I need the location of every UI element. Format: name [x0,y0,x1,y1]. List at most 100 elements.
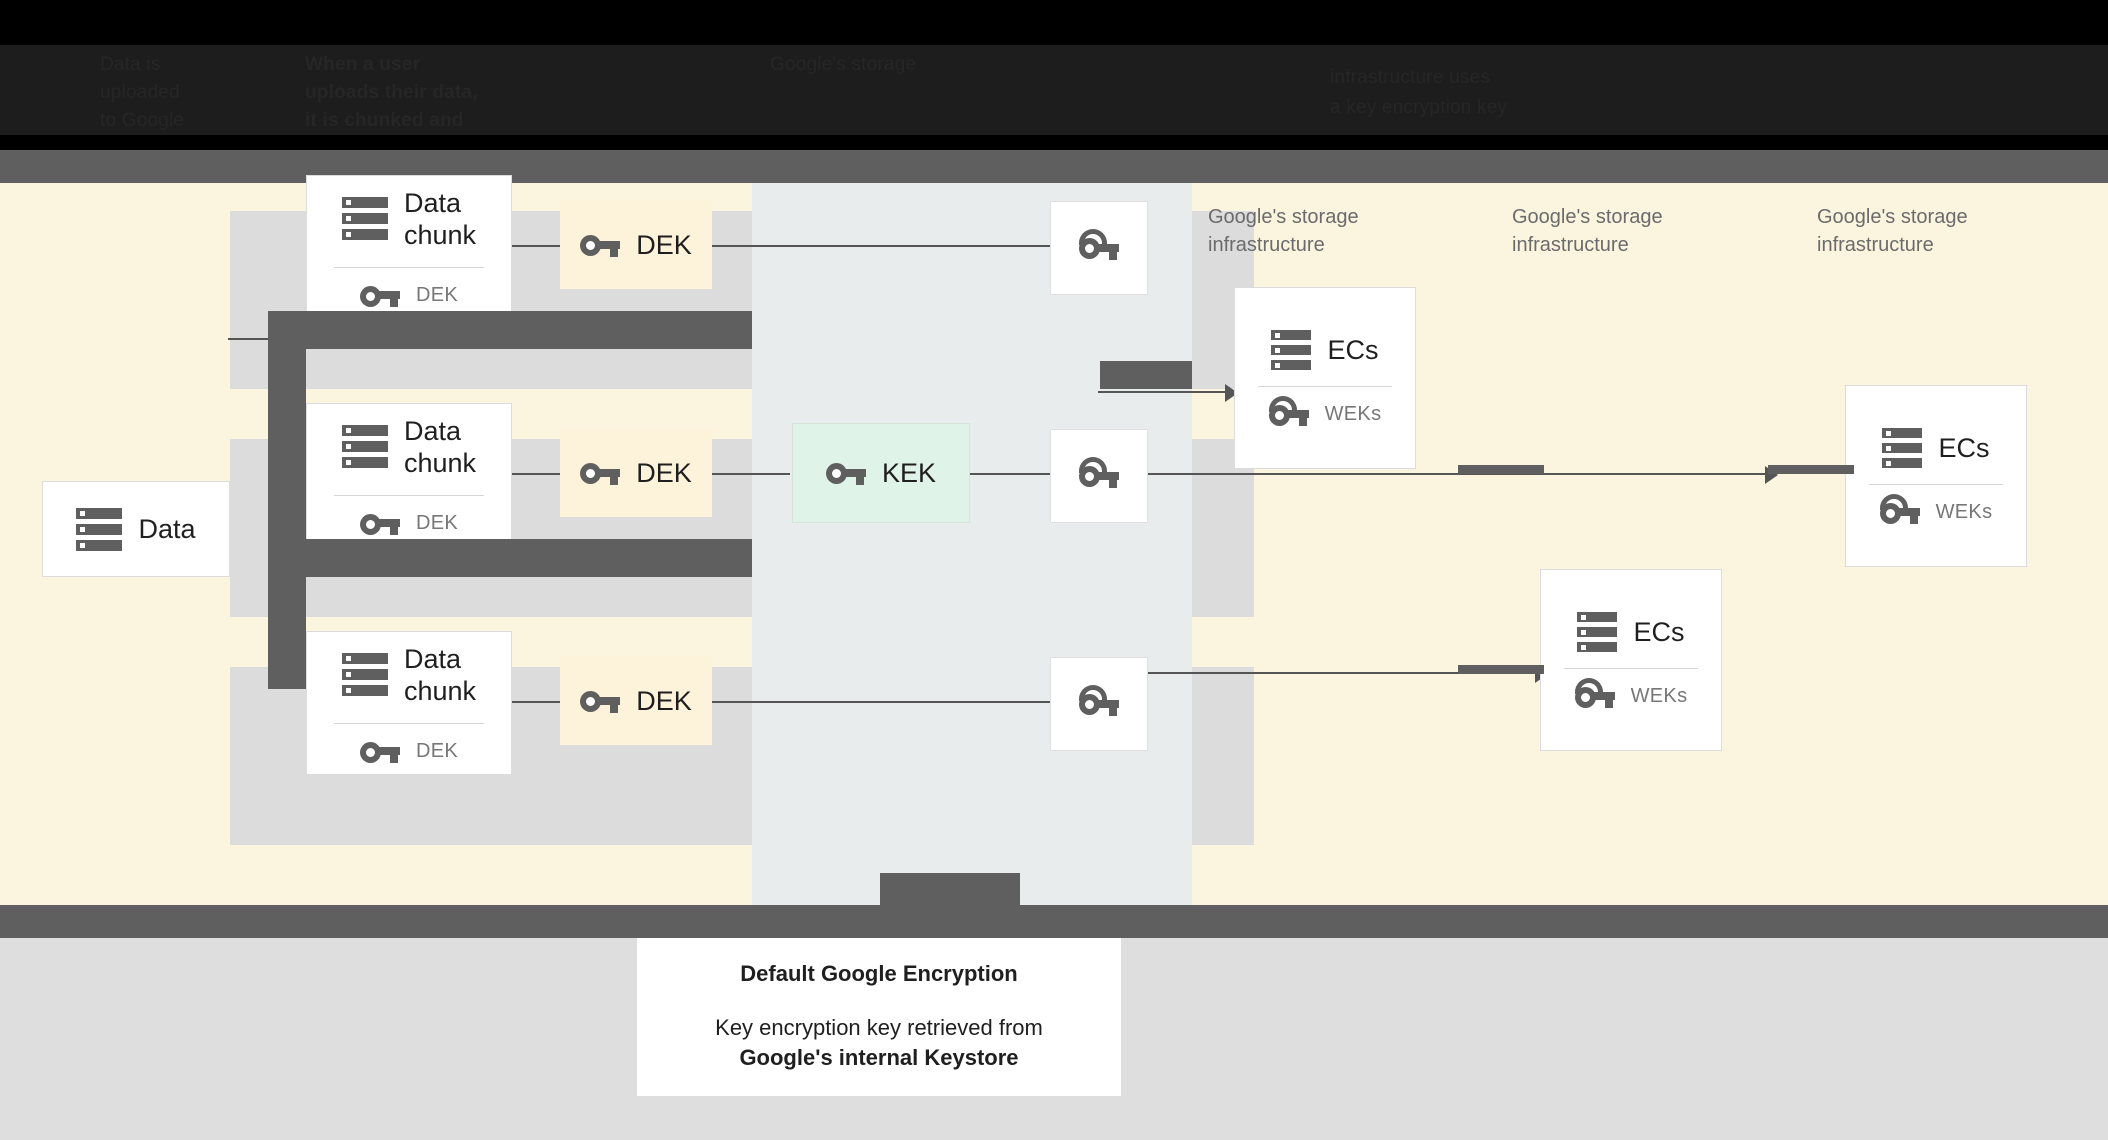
wrapped-key-tile-3[interactable] [1050,657,1148,751]
ecs-card-2[interactable]: ECs WEKs [1845,385,2027,567]
reveal-mask-line-seg-3 [1458,665,1544,674]
wrapped-key-icon [1268,395,1309,427]
connector-dek3-to-wek3 [712,701,1052,703]
chunk-1-key-row: DEK [307,284,511,308]
chunk-2-divider [333,494,485,496]
obscured-header-line-6: infrastructure uses [1330,67,1491,88]
data-source-label: Data [138,514,196,544]
caption-body: Key encryption key retrieved from Google… [715,1013,1043,1073]
ecs-3-key-row: WEKs [1541,677,1721,709]
wrapped-key-icon [1079,229,1119,260]
chunk-3-key-label: DEK [415,740,459,762]
connector-chunk3-to-dek3 [512,701,590,703]
wrapped-key-tile-1[interactable] [1050,201,1148,295]
ecs-1-title-row: ECs [1235,329,1415,370]
storage-icon [341,425,388,468]
connector-data-to-chunks [228,338,306,340]
caption-title: Default Google Encryption [740,961,1018,986]
key-icon [580,233,621,257]
storage-icon [341,197,388,240]
connector-dek1-to-wek1 [712,245,1052,247]
storage-icon [1882,427,1923,468]
ecs-2-title-row: ECs [1846,427,2026,468]
infra-label-3: Google's storage infrastructure [1817,206,1968,256]
chunk-3-divider [333,722,485,724]
key-icon [580,461,621,485]
bottom-divider-rail [0,905,2108,938]
obscured-header-band: Data is When a user Google's storage upl… [0,0,2108,150]
reveal-mask-bottom [880,873,1020,905]
keystore-column-background [752,183,1192,905]
chunk-2-title: Data chunk [403,415,477,478]
chunk-3-title-row: Data chunk [307,643,511,707]
dek-chip-1-label: DEK [636,229,692,260]
storage-icon [76,507,123,551]
key-icon [825,461,866,485]
connector-dek2-to-kek [712,473,790,475]
chunk-1-divider [333,266,485,268]
chunk-1-title: Data chunk [403,187,477,250]
wrapped-key-icon [1574,677,1615,709]
arrow-line-to-ecs-1 [1098,391,1228,393]
ecs-card-3[interactable]: ECs WEKs [1540,569,1722,751]
dek-chip-3-label: DEK [636,685,692,716]
obscured-header-line-7: to Google [100,110,185,131]
ecs-2-title: ECs [1938,432,1990,463]
reveal-mask-line-seg-1 [1458,465,1544,474]
wrapped-key-icon [1879,493,1920,525]
reveal-mask-line-seg-2 [1768,465,1854,474]
dek-chip-3[interactable]: DEK [560,657,712,745]
reveal-mask-horizontal-1 [268,311,752,349]
header-dark-strip [0,45,2108,135]
connector-chunk2-to-dek2 [512,473,590,475]
caption-line-1: Key encryption key retrieved from [715,1015,1043,1040]
chunk-2-title-row: Data chunk [307,415,511,479]
ecs-3-divider [1564,667,1698,669]
chunk-1-title-row: Data chunk [307,187,511,251]
obscured-header-line-5: uploads their data, [305,82,478,103]
data-chunk-card-3[interactable]: Data chunk DEK [306,631,512,775]
ecs-2-key-label: WEKs [1935,501,1993,523]
connector-chunk1-to-dek1 [512,245,590,247]
kek-chip[interactable]: KEK [792,423,970,523]
infra-label-2: Google's storage infrastructure [1512,206,1663,256]
chunk-3-key-row: DEK [307,740,511,764]
reveal-mask-arrow-1 [1100,361,1192,389]
caption-card: Default Google Encryption Key encryption… [637,938,1121,1096]
data-chunk-card-1[interactable]: Data chunk DEK [306,175,512,319]
ecs-3-title-row: ECs [1541,611,1721,652]
chunk-2-key-label: DEK [415,512,459,534]
ecs-3-key-label: WEKs [1630,685,1688,707]
obscured-header-line-3: Google's storage [770,54,917,75]
key-icon [359,512,400,536]
ecs-card-1[interactable]: ECs WEKs [1234,287,1416,469]
chunk-3-title: Data chunk [403,643,477,706]
data-chunk-card-2[interactable]: Data chunk DEK [306,403,512,547]
data-source-card[interactable]: Data [42,481,230,577]
ecs-1-title: ECs [1327,334,1379,365]
obscured-header-line-1: Data is [100,54,161,75]
wrapped-key-tile-2[interactable] [1050,429,1148,523]
wrapped-row-band-3 [1192,667,1254,845]
ecs-2-divider [1869,483,2003,485]
obscured-header-line-2: When a user [305,54,421,75]
ecs-1-key-row: WEKs [1235,395,1415,427]
ecs-1-divider [1258,385,1392,387]
obscured-header-line-9: a key encryption key [1330,97,1508,118]
kek-chip-label: KEK [881,457,937,488]
connector-kek-to-wek2 [970,473,1052,475]
caption-line-2: Google's internal Keystore [739,1045,1019,1070]
obscured-header-line-8: it is chunked and [305,110,464,131]
storage-icon [1271,329,1312,370]
ecs-2-key-row: WEKs [1846,493,2026,525]
diagram-canvas: Data Data chunk DEK Data chunk DEK [0,175,2108,905]
chunk-1-key-label: DEK [415,284,459,306]
dek-chip-2-label: DEK [636,457,692,488]
dek-chip-1[interactable]: DEK [560,201,712,289]
storage-icon [1577,611,1618,652]
arrow-line-to-ecs-3 [1098,672,1538,674]
wrapped-key-icon [1079,685,1119,716]
wrapped-key-icon [1079,457,1119,488]
dek-chip-2[interactable]: DEK [560,429,712,517]
